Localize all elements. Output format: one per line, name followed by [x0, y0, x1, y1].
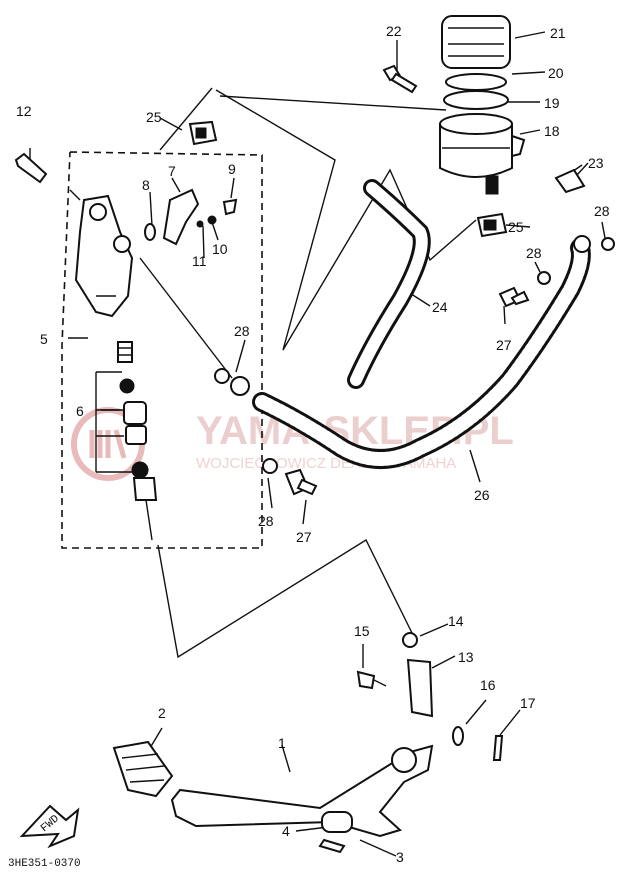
callout-2: 2	[158, 705, 166, 721]
piston-kit	[95, 341, 158, 541]
reservoir-assembly	[382, 15, 586, 195]
callout-22: 22	[386, 23, 402, 39]
callout-28c: 28	[594, 203, 610, 219]
assembly-boundary	[61, 151, 263, 549]
callout-15: 15	[354, 623, 370, 639]
callout-24: 24	[432, 299, 448, 315]
callout-1: 1	[278, 735, 286, 751]
callout-25b: 25	[508, 219, 524, 235]
callout-19: 19	[544, 95, 560, 111]
callout-10: 10	[212, 241, 228, 257]
callout-13: 13	[458, 649, 474, 665]
gaskets	[214, 237, 615, 474]
callout-20: 20	[548, 65, 564, 81]
callout-25a: 25	[146, 109, 162, 125]
callout-17: 17	[520, 695, 536, 711]
callout-27b: 27	[296, 529, 312, 545]
callout-14: 14	[448, 613, 464, 629]
diaphragm	[443, 90, 509, 110]
callout-4: 4	[282, 823, 290, 839]
screw-9	[222, 198, 238, 216]
callout-9: 9	[228, 161, 236, 177]
callout-28d: 28	[258, 513, 274, 529]
bolt-12	[14, 152, 48, 184]
callout-6: 6	[76, 403, 84, 419]
master-cylinder-body	[74, 194, 134, 318]
callout-11: 11	[192, 253, 207, 269]
fwd-arrow-icon: FWD	[19, 804, 80, 849]
diaphragm-plate	[445, 73, 507, 91]
drawing-code: 3HE351-0370	[8, 858, 81, 870]
o-ring-8	[144, 223, 156, 241]
callout-18: 18	[544, 123, 560, 139]
callout-23: 23	[588, 155, 604, 171]
callout-5: 5	[40, 331, 48, 347]
callout-12: 12	[16, 103, 32, 119]
callouts: 1 2 3 4 5 6 7 8 9 10 11 12 13 14 15 16 1…	[16, 23, 610, 865]
reservoir-tank	[439, 123, 513, 178]
callout-26: 26	[474, 487, 490, 503]
callout-8: 8	[142, 177, 150, 193]
callout-21: 21	[550, 25, 566, 41]
callout-28a: 28	[234, 323, 250, 339]
brake-pedal	[112, 740, 434, 854]
hose-clamps	[188, 120, 508, 238]
clevis-parts	[356, 632, 504, 761]
hose-joint-7	[162, 188, 200, 246]
callout-28b: 28	[526, 245, 542, 261]
callout-7: 7	[168, 163, 176, 179]
union-bolts	[284, 286, 530, 496]
leader-lines	[29, 31, 606, 857]
callout-3: 3	[396, 849, 404, 865]
bracket-23	[554, 168, 586, 194]
reservoir-cap	[441, 15, 511, 69]
callout-16: 16	[480, 677, 496, 693]
callout-27a: 27	[496, 337, 512, 353]
fitting-parts	[144, 188, 238, 246]
